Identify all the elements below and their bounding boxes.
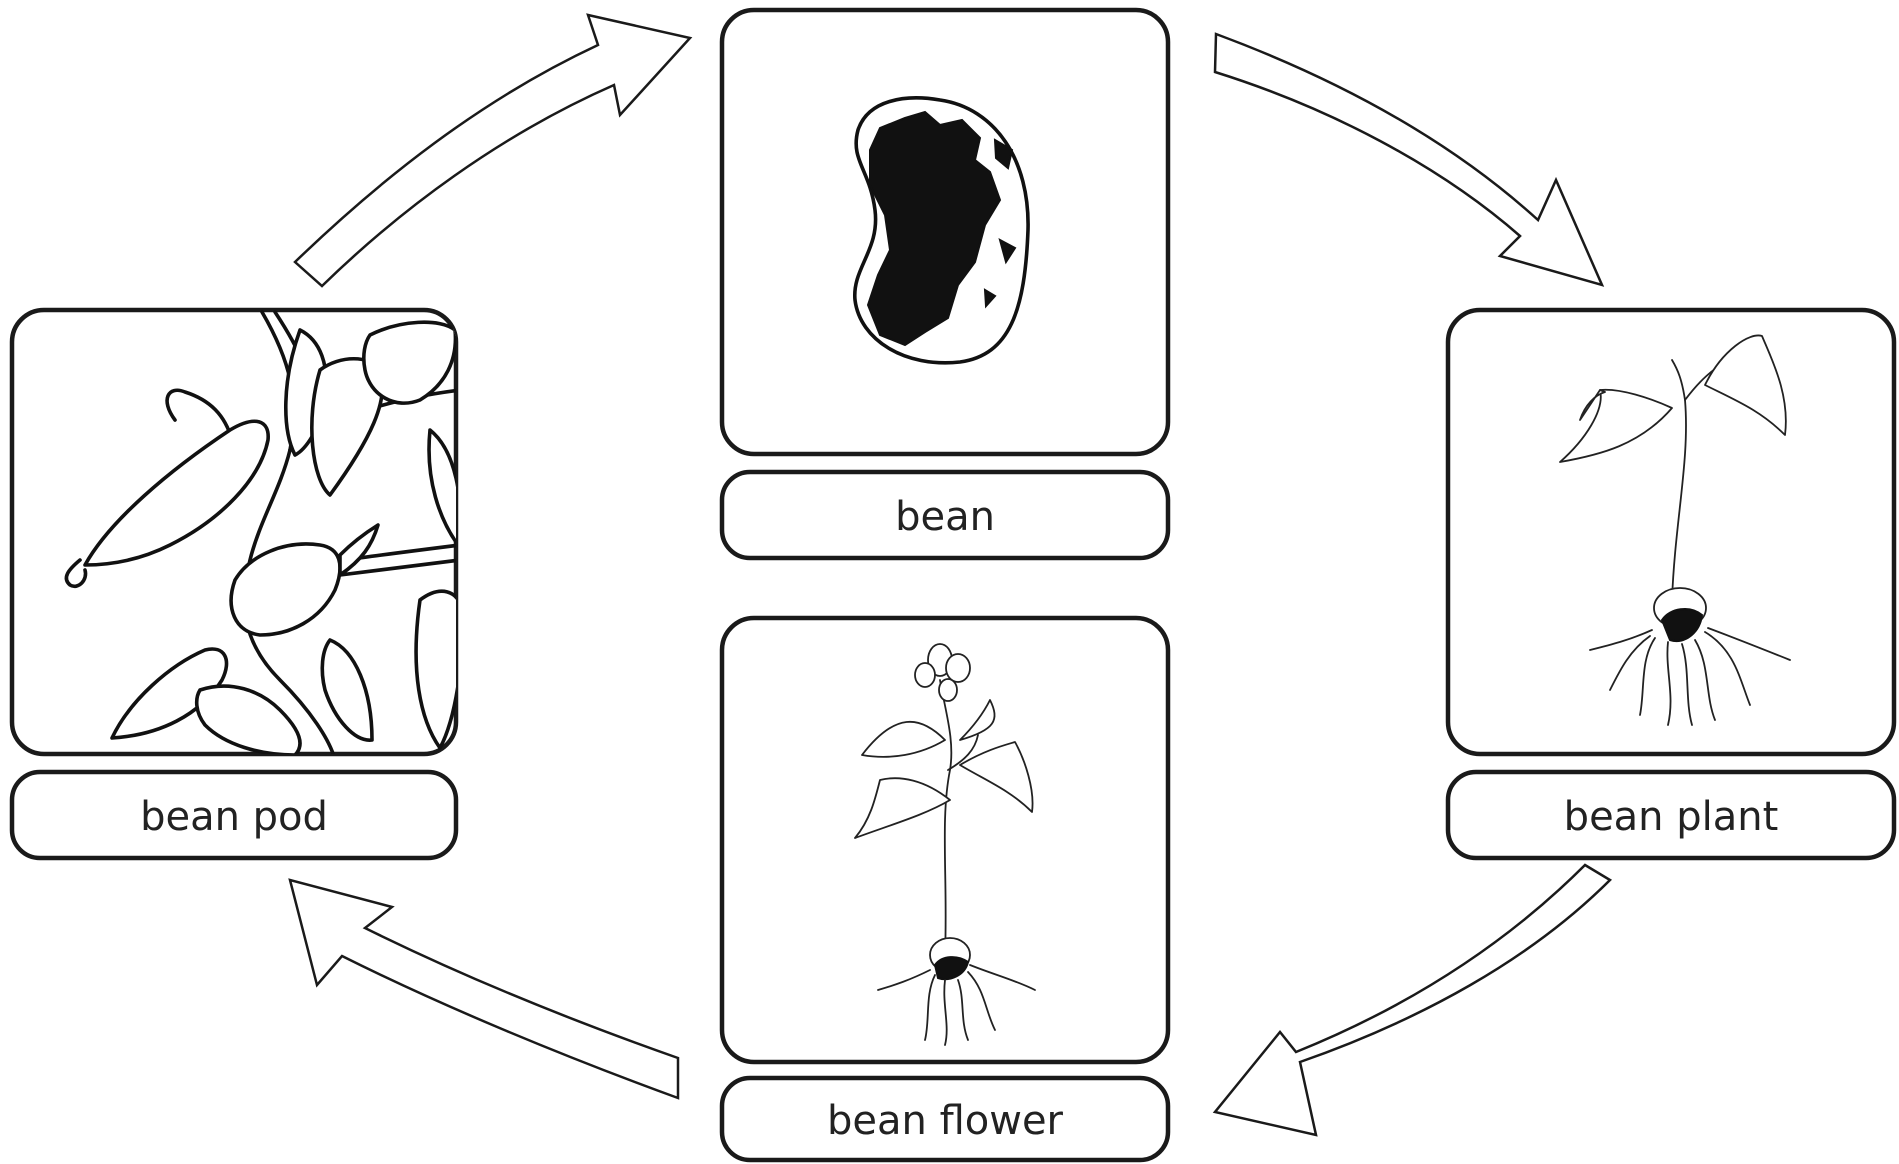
cycle-arrow-pod-to-bean <box>293 13 693 288</box>
bean-label-box <box>719 469 1171 561</box>
bean-pod-illustration <box>64 310 456 754</box>
bean-pod-label: bean pod <box>140 794 328 840</box>
cycle-arrow-bean-to-plant <box>1213 32 1605 287</box>
bean-illustration <box>853 96 1030 365</box>
cycle-arrow-plant-to-flower <box>1212 863 1613 1137</box>
bean-label: bean <box>895 494 995 540</box>
bean-plant-illustration <box>1559 334 1791 726</box>
bean-plant-label: bean plant <box>1564 794 1779 840</box>
bean-flower-illustration <box>854 643 1036 1046</box>
bean-pod-label-box <box>9 769 459 861</box>
bean-plant-image-panel <box>1445 307 1897 757</box>
stage-bean: bean <box>719 7 1171 561</box>
bean-plant-label-box <box>1445 769 1897 861</box>
stage-bean-plant: bean plant <box>1445 307 1897 861</box>
bean-flower-label-box <box>719 1075 1171 1163</box>
stage-bean-flower: bean flower <box>719 615 1171 1163</box>
cycle-arrow-flower-to-pod <box>288 878 680 1100</box>
stage-bean-pod: bean pod <box>9 307 459 861</box>
bean-flower-label: bean flower <box>827 1098 1064 1144</box>
